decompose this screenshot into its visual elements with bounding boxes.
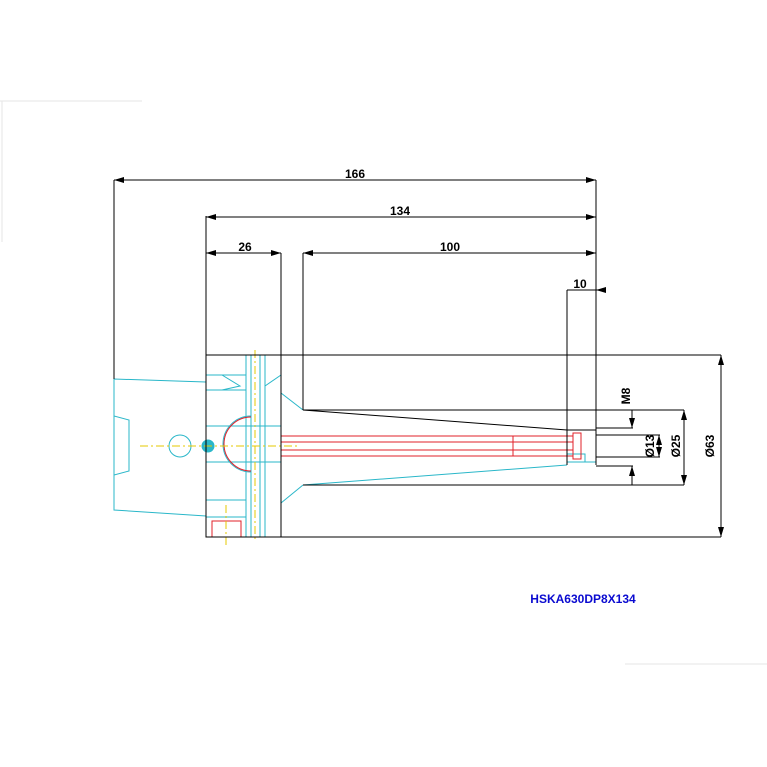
dim-body-length: 134 xyxy=(390,204,410,218)
hsk-shank xyxy=(113,355,596,537)
dim-tip-diameter: Ø25 xyxy=(669,434,683,457)
dim-flange-width: 26 xyxy=(238,240,252,254)
part-number-label: HSKA630DP8X134 xyxy=(530,592,636,606)
dim-overall-length: 166 xyxy=(345,167,365,181)
dim-thread: M8 xyxy=(619,387,633,404)
dim-tip: 10 xyxy=(573,277,587,291)
vertical-dimensions xyxy=(629,355,724,537)
dim-body-diameter: Ø63 xyxy=(703,434,717,457)
dimension-labels: 166 134 26 100 10 M8 Ø13 Ø25 Ø63 xyxy=(238,167,717,457)
horizontal-dimensions xyxy=(113,177,606,430)
tool-body-outline xyxy=(205,354,721,538)
dim-reach: 100 xyxy=(440,240,460,254)
hidden-bore xyxy=(211,416,582,538)
center-lines xyxy=(140,350,300,545)
sheet-border xyxy=(0,100,767,665)
dim-bore-diameter: Ø13 xyxy=(643,434,657,457)
